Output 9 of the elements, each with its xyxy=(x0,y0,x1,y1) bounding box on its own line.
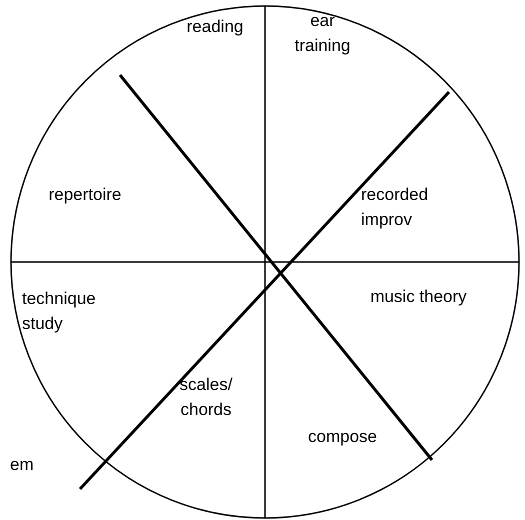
sector-label: reading xyxy=(186,16,244,38)
sector-label: repertoire xyxy=(48,184,122,206)
sector-label: recorded improv xyxy=(361,184,430,231)
sector-label: ear training xyxy=(294,10,352,57)
note-text: em xyxy=(10,454,34,476)
sector-label: compose xyxy=(307,426,378,448)
sector-label: scales/ chords xyxy=(178,374,234,421)
sector-label: music theory xyxy=(369,286,468,308)
sector-label: technique study xyxy=(22,288,97,335)
